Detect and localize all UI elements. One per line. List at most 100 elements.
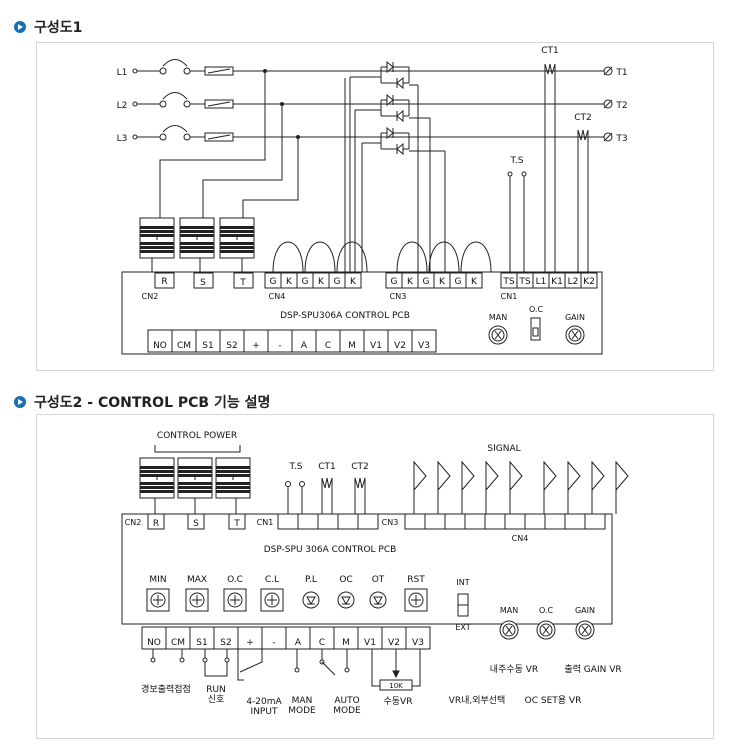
phase-input-label: L3	[117, 134, 128, 144]
ext-label: EXT	[455, 623, 470, 632]
ts-node	[285, 481, 291, 487]
signal-lead	[485, 460, 499, 514]
terminal-node	[132, 101, 138, 107]
bullet-icon	[14, 21, 26, 33]
signal-lead	[413, 460, 427, 514]
ct1-label: CT1	[541, 46, 559, 56]
vr-value-label: 10K	[389, 682, 403, 690]
cn2-pin-label: T	[239, 278, 246, 288]
signal-lead	[461, 460, 475, 514]
contact-node	[294, 667, 300, 673]
cn1-pin-label: L1	[536, 277, 547, 287]
transformer-icon	[180, 230, 214, 233]
phase-input-label: L1	[117, 68, 128, 78]
terminal-block-pin-label: S2	[226, 341, 237, 351]
gate-loop	[272, 241, 304, 273]
transformer-icon	[220, 230, 254, 233]
button-label: RST	[407, 575, 425, 585]
gain-label: GAIN	[575, 606, 595, 615]
cn3-pin-label: G	[423, 277, 430, 287]
terminal-block-pin	[405, 626, 431, 650]
cn2-pin	[228, 513, 246, 530]
gate-loop	[304, 241, 336, 273]
ct1-label: CT1	[318, 462, 336, 472]
cn4-pin	[344, 272, 362, 289]
alarm-contact-note: 경보출력접점	[141, 683, 191, 695]
contact-node	[202, 657, 208, 663]
ts-node	[521, 171, 527, 177]
terminal-block-pin-label: -	[278, 341, 281, 351]
cn3-pin-label: K	[471, 277, 478, 287]
phase-output-label: T2	[615, 101, 627, 111]
terminal-block-pin-label: M	[348, 341, 356, 351]
transformer-icon	[178, 490, 212, 493]
transformer-icon	[140, 250, 174, 253]
transformer-icon	[216, 474, 250, 477]
cn1-pin-label: TS	[518, 277, 530, 287]
transformer-icon	[140, 234, 174, 237]
transformer-icon	[220, 250, 254, 253]
vr-wiper	[392, 670, 400, 679]
terminal-block-pin-label: +	[246, 638, 254, 648]
signal-lead	[591, 460, 605, 514]
terminal-block-pin-label: S2	[220, 638, 231, 648]
ct2-label: CT2	[351, 462, 369, 472]
int-label: INT	[456, 578, 469, 587]
cn1-pin-label: K1	[551, 277, 563, 287]
scr-icon	[386, 126, 394, 140]
terminal-block-pin-label: V3	[412, 638, 424, 648]
cn2-pin	[187, 513, 205, 530]
cn2-pin	[147, 513, 165, 530]
button-label: P.L	[305, 575, 317, 585]
man-label: MAN	[489, 313, 507, 322]
gate-loop	[336, 241, 368, 273]
input-wire	[239, 649, 263, 673]
transformer-icon	[140, 226, 174, 229]
ts-node	[507, 171, 513, 177]
output-gain-vr-note: 출력 GAIN VR	[564, 663, 621, 675]
transformer-icon	[180, 234, 214, 237]
scr-icon	[396, 142, 404, 156]
terminal-block-pin-label: V2	[388, 638, 400, 648]
signal-lead	[615, 460, 629, 514]
transformer-icon	[220, 234, 254, 237]
fuse-node	[159, 100, 167, 108]
ct2-icon	[577, 129, 589, 144]
man-knob-icon	[494, 330, 502, 340]
fuse-node	[183, 133, 191, 141]
cn1-pin	[580, 272, 598, 289]
cn3-pin	[584, 513, 606, 530]
cn4-pin-label: K	[318, 277, 325, 287]
terminal-block-pin-label: CM	[177, 341, 191, 351]
phase-output-label: T3	[615, 134, 627, 144]
scr-icon	[396, 76, 404, 90]
breaker-arc	[162, 59, 188, 67]
board-label: DSP-SPU 306A CONTROL PCB	[264, 545, 397, 555]
power-tap	[159, 71, 266, 220]
transformer-icon	[140, 470, 174, 473]
signal-label: SIGNAL	[487, 444, 520, 454]
section2-title: 구성도2 - CONTROL PCB 기능 설명	[34, 395, 271, 411]
transformer-icon	[178, 486, 212, 489]
cn4-pin-label: K	[286, 277, 293, 287]
cn2-pin-label: S	[193, 519, 199, 529]
oc-knob-icon	[542, 625, 550, 635]
signal-lead	[437, 460, 451, 514]
fuse-icon	[207, 101, 231, 107]
power-bracket	[154, 445, 241, 453]
transformer-icon	[178, 474, 212, 477]
transformer-icon	[220, 226, 254, 229]
auto-switch	[321, 661, 336, 676]
transformer-icon	[220, 242, 254, 245]
transformer-icon	[216, 490, 250, 493]
transformer-icon	[140, 486, 174, 489]
signal-lead	[567, 460, 581, 514]
fuse-icon	[207, 134, 231, 140]
man-knob-icon	[505, 625, 513, 635]
gate-loop	[460, 241, 492, 273]
transformer-icon	[140, 246, 174, 249]
transformer-icon	[178, 470, 212, 473]
transformer-icon	[178, 482, 212, 485]
